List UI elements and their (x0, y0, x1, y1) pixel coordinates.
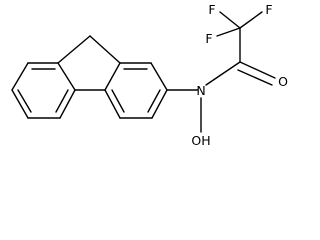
structure-diagram: F F F O N OH (11, 2, 288, 148)
bond-double-inner (147, 89, 161, 113)
bond (151, 89, 168, 119)
bond-c-f-top-right (239, 11, 263, 29)
bond-c-f-top-left (219, 11, 241, 29)
bond (11, 89, 29, 119)
atom-label-oh: OH (191, 133, 210, 148)
molecule-drawing: F F F O N OH (11, 2, 288, 148)
bond-double-inner (55, 89, 69, 113)
bond-n-to-carbonyl-c (205, 61, 241, 86)
bond (104, 89, 121, 119)
fluorene-bonds (11, 35, 168, 119)
bond-double-inner (111, 89, 125, 113)
bond (11, 62, 29, 91)
bond (104, 62, 121, 91)
atom-label-f: F (208, 2, 215, 17)
bond (89, 35, 121, 64)
bond-carbonyl-c-o (239, 61, 276, 79)
bond (57, 62, 76, 91)
atom-label-o: O (278, 74, 288, 89)
bond (59, 89, 76, 119)
bond-carbonyl-c-o-double (237, 69, 273, 86)
atom-label-n: N (196, 83, 205, 98)
bond-double-inner (17, 89, 32, 113)
bond (150, 62, 168, 91)
atom-label-f: F (265, 2, 272, 17)
bond (57, 35, 91, 64)
amide-bonds (166, 11, 276, 133)
bond-c-f-left (216, 27, 241, 37)
atom-labels: F F F O N OH (191, 2, 288, 148)
atom-label-f: F (205, 31, 212, 46)
